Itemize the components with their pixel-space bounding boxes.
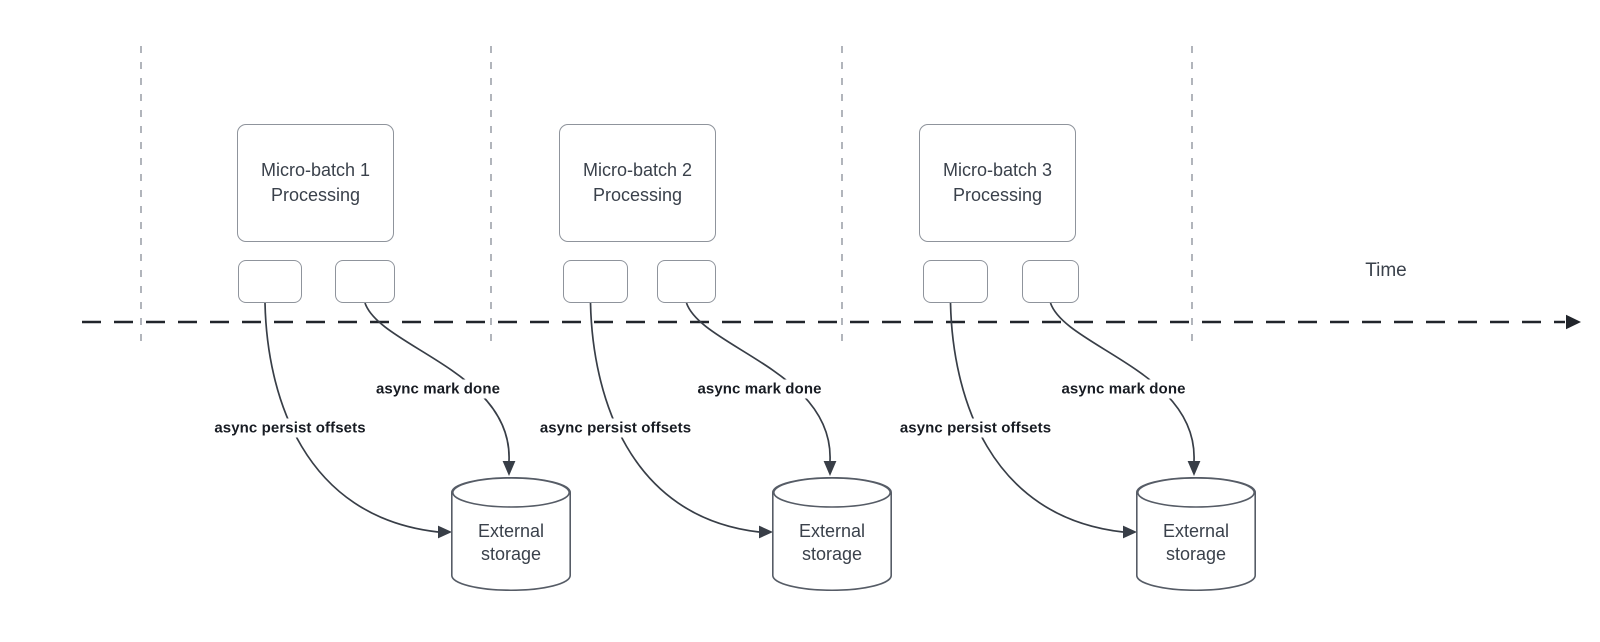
cylinder-shape bbox=[772, 477, 892, 591]
processing-box-title: Micro-batch 3 Processing bbox=[943, 158, 1052, 208]
mark-done-arrow-1 bbox=[364, 302, 510, 462]
persist-offsets-label: async persist offsets bbox=[896, 418, 1055, 438]
processing-box-title-line2: Processing bbox=[592, 185, 683, 205]
processing-box: Micro-batch 1 Processing bbox=[237, 124, 394, 242]
cylinder-shape bbox=[1136, 477, 1256, 591]
external-storage-label-line2: storage bbox=[801, 544, 863, 564]
external-storage-label: External storage bbox=[772, 520, 892, 566]
mark-done-arrowhead-2 bbox=[823, 461, 837, 476]
external-storage-label: External storage bbox=[451, 520, 571, 566]
external-storage-label-line1: External bbox=[1162, 521, 1230, 541]
cylinder-shape bbox=[451, 477, 571, 591]
processing-box-title-line1: Micro-batch 1 bbox=[260, 160, 371, 180]
external-storage-label: External storage bbox=[1136, 520, 1256, 566]
mark-done-label: async mark done bbox=[372, 379, 504, 399]
persist-offsets-arrowhead-3 bbox=[1123, 525, 1137, 539]
mark-done-arrow-3 bbox=[1049, 302, 1195, 462]
persist-offsets-task-box bbox=[238, 260, 302, 303]
mark-done-arrow-2 bbox=[685, 302, 831, 462]
persist-offsets-arrow-3 bbox=[949, 302, 1124, 533]
persist-offsets-task-box bbox=[923, 260, 988, 303]
mark-done-arrowhead-1 bbox=[502, 461, 516, 476]
processing-box-title-line2: Processing bbox=[952, 185, 1043, 205]
mark-done-task-box bbox=[1022, 260, 1079, 303]
external-storage-label-line2: storage bbox=[480, 544, 542, 564]
time-axis-label: Time bbox=[1365, 260, 1407, 281]
persist-offsets-label: async persist offsets bbox=[536, 418, 695, 438]
mark-done-task-box bbox=[335, 260, 395, 303]
processing-box-title: Micro-batch 2 Processing bbox=[583, 158, 692, 208]
external-storage-cylinder: External storage bbox=[451, 477, 571, 591]
mark-done-label: async mark done bbox=[694, 379, 825, 399]
persist-offsets-task-box bbox=[563, 260, 628, 303]
processing-box-title-line1: Micro-batch 3 bbox=[942, 160, 1053, 180]
mark-done-arrowhead-3 bbox=[1187, 461, 1201, 476]
mark-done-task-box bbox=[657, 260, 716, 303]
processing-box-title: Micro-batch 1 Processing bbox=[261, 158, 370, 208]
time-axis-arrowhead bbox=[1566, 314, 1581, 330]
persist-offsets-arrow-2 bbox=[589, 302, 760, 533]
external-storage-label-line1: External bbox=[477, 521, 545, 541]
persist-offsets-arrowhead-2 bbox=[759, 525, 773, 539]
external-storage-label-line1: External bbox=[798, 521, 866, 541]
persist-offsets-arrowhead-1 bbox=[438, 525, 452, 539]
mark-done-label: async mark done bbox=[1058, 379, 1189, 399]
external-storage-label-line2: storage bbox=[1165, 544, 1227, 564]
external-storage-cylinder: External storage bbox=[772, 477, 892, 591]
processing-box: Micro-batch 2 Processing bbox=[559, 124, 716, 242]
persist-offsets-arrow-1 bbox=[264, 302, 439, 533]
processing-box: Micro-batch 3 Processing bbox=[919, 124, 1076, 242]
external-storage-cylinder: External storage bbox=[1136, 477, 1256, 591]
processing-box-title-line2: Processing bbox=[270, 185, 361, 205]
persist-offsets-label: async persist offsets bbox=[211, 418, 369, 438]
processing-box-title-line1: Micro-batch 2 bbox=[582, 160, 693, 180]
